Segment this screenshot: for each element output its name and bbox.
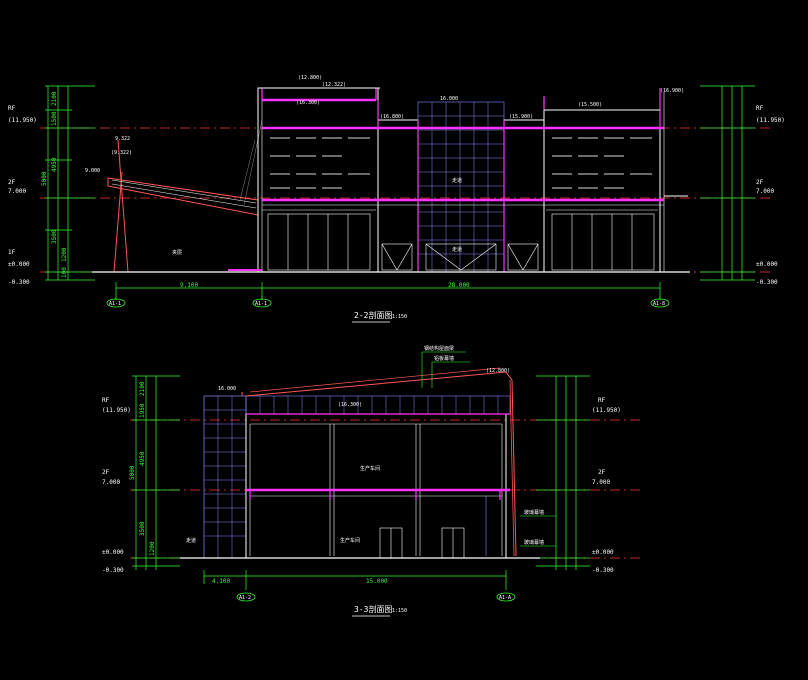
axis-bubble-3: A1-8 — [653, 301, 665, 307]
vertical-dims-2: 2100 1500 4950 5000 3500 1200 100 — [41, 91, 68, 278]
s3-right-label-2f: 2F — [598, 469, 606, 476]
section-3-title: 3-3剖面图 — [354, 604, 392, 614]
room-label-2: 走道 — [452, 246, 462, 253]
canopy-tag-1: 9.322 — [115, 136, 130, 142]
callout-1: 钢结构屋面梁 — [424, 345, 454, 352]
level-value-rf: (11.950) — [8, 117, 37, 124]
right-level-label-2f: 2F — [756, 179, 764, 186]
roof-tag-3: (16.300) — [296, 100, 320, 106]
right-dimension-stack-3 — [536, 375, 590, 570]
section-2-title: 2-2剖面图 — [354, 310, 392, 320]
s3-right-value-rf: (11.950) — [592, 407, 621, 414]
s3-top-tag-3: (16.300) — [338, 402, 362, 408]
s3-right-label-rf: RF — [598, 397, 606, 404]
canopy-tag-3: (9.322) — [111, 150, 132, 156]
s3-vdim-1: 2100 — [139, 381, 146, 396]
canopy-structure — [107, 119, 263, 273]
level-value-1f: ±0.000 — [8, 261, 30, 268]
vdim-3: 4950 — [51, 157, 58, 172]
dim-bottom-2: 28.000 — [448, 282, 470, 289]
s3-level-value-rf: (11.950) — [102, 407, 131, 414]
s3-room-label-3: 走道 — [186, 537, 196, 544]
level-value-below: -0.300 — [8, 279, 30, 286]
vdim-5: 3500 — [51, 229, 58, 244]
s3-level-value-below: -0.300 — [102, 567, 124, 574]
s3-vdim-6: 1200 — [149, 541, 156, 556]
axis-bubble-1: A1-1 — [109, 301, 121, 307]
callout-3: 玻璃幕墙 — [524, 509, 544, 516]
level-value-2f: 7.000 — [8, 188, 26, 195]
s3-room-label-2: 生产车间 — [340, 537, 360, 544]
s3-level-label-1f: ±0.000 — [102, 549, 124, 556]
vdim-2: 1500 — [51, 111, 58, 126]
left-dimension-stack — [45, 85, 95, 281]
right-level-value-below: -0.300 — [756, 279, 778, 286]
right-level-label-1f: ±0.000 — [756, 261, 778, 268]
section-2-scale: 1:150 — [392, 314, 407, 320]
building-2-2 — [92, 87, 690, 273]
s3-right-value-below: -0.300 — [592, 567, 614, 574]
room-label-3: 夹层 — [172, 249, 182, 256]
building-3-3 — [180, 367, 540, 559]
s3-vdim-2: 1950 — [139, 403, 146, 418]
roof-tag-1: (12.800) — [298, 75, 322, 81]
vdim-7: 100 — [61, 267, 68, 278]
s3-right-label-1f: ±0.000 — [592, 549, 614, 556]
right-level-value-2f: 7.000 — [756, 188, 774, 195]
s3-vdim-4: 5000 — [129, 465, 136, 480]
roof-tag-4: (16.800) — [380, 114, 404, 120]
level-label-2f: 2F — [8, 179, 16, 186]
s3-level-value-2f: 7.000 — [102, 479, 120, 486]
right-dimension-stack — [700, 85, 755, 281]
callout-leaders — [421, 351, 556, 547]
s3-axis-bubble-2: A1-A — [499, 595, 511, 601]
s3-dim-bottom-1: 4.100 — [212, 578, 230, 585]
s3-axis-bubble-1: A1-2 — [239, 595, 251, 601]
s3-vdim-3: 4950 — [139, 451, 146, 466]
s3-top-tag-1: 16.000 — [218, 386, 236, 392]
right-level-value-rf: (11.950) — [756, 117, 785, 124]
top-tag: 16.000 — [440, 96, 458, 102]
s3-vdim-5: 3500 — [139, 521, 146, 536]
s3-room-label-1: 生产车间 — [360, 465, 380, 472]
room-label-1: 走道 — [452, 177, 462, 184]
s3-level-label-rf: RF — [102, 397, 110, 404]
canopy-tag-2: 9.000 — [85, 168, 100, 174]
callout-4: 玻璃幕墙 — [524, 539, 544, 546]
right-level-label-rf: RF — [756, 105, 764, 112]
vdim-4: 5000 — [41, 171, 48, 186]
left-dimension-stack-3 — [132, 375, 180, 570]
section-3-scale: 1:150 — [392, 608, 407, 614]
s3-dim-bottom-2: 15.000 — [366, 578, 388, 585]
vdim-1: 2100 — [51, 91, 58, 106]
roof-tag-5: (15.900) — [509, 114, 533, 120]
s3-level-label-2f: 2F — [102, 469, 110, 476]
s3-top-tag-2: (12.800) — [486, 368, 510, 374]
level-label-1f: 1F — [8, 249, 16, 256]
roof-tag-7: (16.900) — [660, 88, 684, 94]
axis-bubble-2: A1-1 — [255, 301, 267, 307]
vdim-6: 1200 — [61, 247, 68, 262]
s3-right-value-2f: 7.000 — [592, 479, 610, 486]
roof-tag-6: (15.500) — [578, 102, 602, 108]
vertical-dims-3: 2100 1950 4950 5000 3500 1200 — [129, 381, 156, 556]
roof-tag-2: (12.322) — [322, 82, 346, 88]
callout-2: 铝板幕墙 — [434, 355, 454, 362]
section-2-2: RF (11.950) 2F 7.000 1F ±0.000 -0.300 RF… — [8, 75, 785, 323]
dim-bottom-1: 9.100 — [180, 282, 198, 289]
section-3-3: RF (11.950) 2F 7.000 ±0.000 -0.300 RF (1… — [102, 345, 640, 617]
level-label-rf: RF — [8, 105, 16, 112]
